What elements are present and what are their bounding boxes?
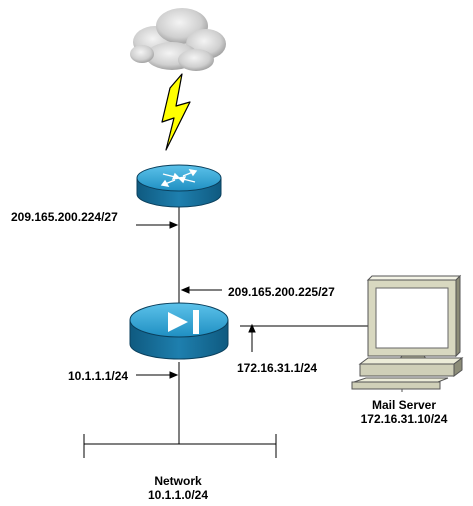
network-name-label: Network — [154, 474, 202, 488]
outside-interface-label: 209.165.200.225/27 — [228, 285, 335, 299]
dmz-interface-label: 172.16.31.1/24 — [237, 361, 318, 375]
wan-link-icon — [161, 73, 191, 151]
network-subnet-label: 10.1.1.0/24 — [147, 488, 209, 502]
mail-server-workstation-icon — [351, 274, 464, 392]
mail-server-ip-label: 172.16.31.10/24 — [360, 412, 448, 426]
mail-server-name-label: Mail Server — [371, 398, 437, 412]
router-icon — [136, 164, 222, 208]
pix-firewall-icon — [129, 302, 229, 360]
label-arrows — [136, 221, 256, 379]
inside-interface-label: 10.1.1.1/24 — [68, 369, 129, 383]
outside-subnet-label: 209.165.200.224/27 — [11, 210, 118, 224]
connection-lines — [83, 207, 372, 458]
internet-cloud-icon — [130, 8, 226, 71]
